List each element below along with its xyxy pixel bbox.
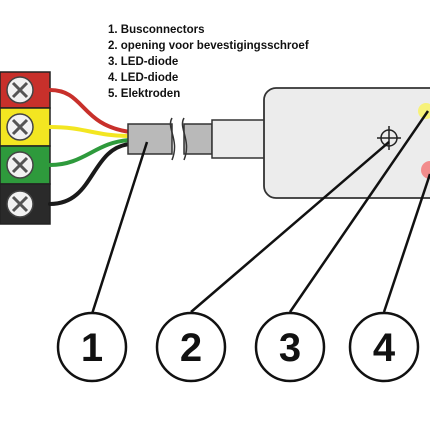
led-diode-yellow — [418, 103, 430, 119]
led-diode-red — [421, 161, 430, 179]
cable-break-mark — [181, 117, 188, 161]
leader-line-4 — [382, 173, 430, 313]
wire-yellow — [48, 125, 132, 138]
svg-text:2: 2 — [180, 326, 202, 370]
screw-icon — [6, 151, 34, 179]
callout-3: 3 — [254, 311, 326, 383]
callout-4: 4 — [348, 311, 420, 383]
wire-green — [48, 138, 132, 167]
screw-icon — [6, 190, 34, 218]
leader-line-2 — [190, 141, 390, 313]
cable-segment-left — [127, 123, 173, 155]
mounting-screw-opening-icon — [377, 126, 401, 150]
svg-text:3: 3 — [279, 326, 301, 370]
screw-icon — [6, 76, 34, 104]
wire-black — [48, 142, 132, 206]
svg-text:4: 4 — [373, 326, 396, 370]
wires — [48, 88, 132, 206]
wire-red — [48, 88, 132, 134]
cable-grommet — [211, 119, 267, 159]
cable-segment-right — [183, 123, 213, 155]
leader-line-3 — [288, 110, 430, 313]
legend-item-led-diode-1: 3. LED-diode — [108, 56, 179, 68]
leader-lines — [90, 110, 430, 315]
legend: 1. Busconnectors 2. opening voor bevesti… — [108, 22, 309, 102]
callout-2: 2 — [155, 311, 227, 383]
callout-1: 1 — [56, 311, 128, 383]
legend-item-mounting-screw-opening: 2. opening voor bevestigingsschroef — [108, 40, 309, 52]
legend-item-led-diode-2: 4. LED-diode — [108, 72, 179, 84]
bus-connector-block — [0, 71, 51, 225]
leader-line-1 — [90, 141, 149, 315]
legend-item-electrodes: 5. Elektroden — [108, 88, 181, 100]
screw-icon — [6, 113, 34, 141]
svg-text:1: 1 — [81, 326, 103, 370]
legend-item-busconnectors: 1. Busconnectors — [108, 24, 205, 36]
cable — [127, 117, 267, 161]
cable-break-mark — [169, 117, 176, 161]
